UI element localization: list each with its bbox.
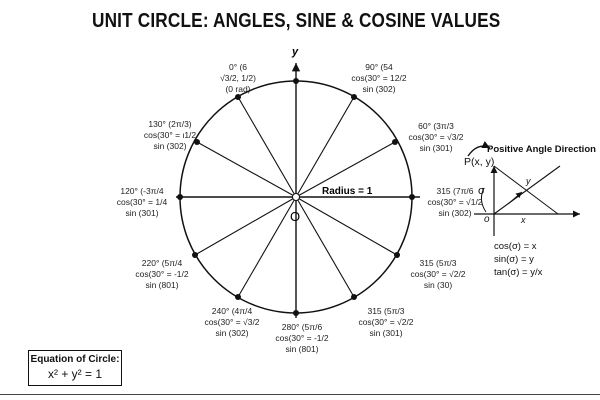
angle-label-bottom-left: 240° (4π/4 cos(30° = √3/2 sin (302) — [204, 306, 260, 338]
curved-direction-arrow — [467, 141, 491, 157]
side-origin-label: o — [484, 214, 490, 225]
angle-label-top-right: 90° (54 cos(30° = 12/2 sin (302) — [351, 62, 407, 94]
angle-label-bottom-right: 315 (5π/3 cos(30° = √2/2 sin (301) — [358, 306, 414, 338]
side-hypotenuse — [493, 165, 561, 215]
point-30 — [351, 94, 357, 100]
side-opposite — [493, 165, 559, 215]
diagram-title: UNIT CIRCLE: ANGLES, SINE & COSINE VALUE… — [92, 10, 501, 32]
radius-label: Radius = 1 — [322, 186, 373, 197]
angle-label-top-left: 0° (6 √3/2, 1/2) (0 rad) — [220, 62, 256, 94]
angle-label-upper-right: 60° (3π/3 cos(30° = √3/2 sin (301) — [408, 121, 464, 153]
equation-box: Equation of Circle: x² + y² = 1 — [28, 350, 122, 386]
positive-angle-diagram — [467, 141, 580, 236]
angle-label-lower-left: 220° (5π/4 cos(30° = -1/2 sin (801) — [135, 258, 189, 290]
point-150 — [235, 94, 241, 100]
point-bottom — [293, 310, 299, 316]
formula-cos: cos(σ) = x — [494, 241, 537, 252]
side-x-label: x — [521, 215, 526, 225]
point-300 — [351, 294, 357, 300]
point-120 — [194, 139, 200, 145]
point-right — [409, 194, 415, 200]
equation-title: Equation of Circle: — [30, 354, 120, 365]
point-left — [177, 194, 183, 200]
formula-tan: tan(σ) = y/x — [494, 267, 543, 278]
point-210 — [192, 252, 198, 258]
point-60 — [392, 139, 398, 145]
origin-label: O — [290, 209, 300, 224]
bottom-divider — [0, 394, 600, 395]
positive-angle-title: Positive Angle Direction — [487, 144, 596, 155]
point-top — [293, 78, 299, 84]
side-angle-arc — [480, 187, 487, 213]
origin-marker — [292, 193, 300, 201]
radial-spokes — [194, 96, 398, 298]
angle-label-bottom: 280° (5π/6 cos(30° = -1/2 sin (801) — [275, 322, 329, 354]
point-p-label: P(x, y) — [464, 156, 495, 168]
point-330 — [394, 252, 400, 258]
sigma-label: σ — [478, 185, 485, 197]
formula-sin: sin(σ) = y — [494, 254, 534, 265]
point-240 — [235, 294, 241, 300]
angle-label-lower-right: 315 (5π/3 cos(30° = √2/2 sin (30) — [410, 258, 466, 290]
side-y-label: y — [526, 176, 531, 186]
angle-label-upper-left: 130° (2π/3) cos(30° = ι1/2 sin (302) — [143, 119, 197, 151]
y-axis-label: y — [291, 46, 299, 58]
angle-label-right: 315 (7π/6 cos(30° = √1/2 sin (302) — [427, 186, 483, 218]
equation-text: x² + y² = 1 — [47, 367, 103, 381]
circle-points — [177, 78, 415, 316]
angle-label-left: 120° (-3π/4 cos(30° = 1/4 sin (301) — [116, 186, 168, 218]
side-hyp-arrow — [507, 191, 523, 205]
